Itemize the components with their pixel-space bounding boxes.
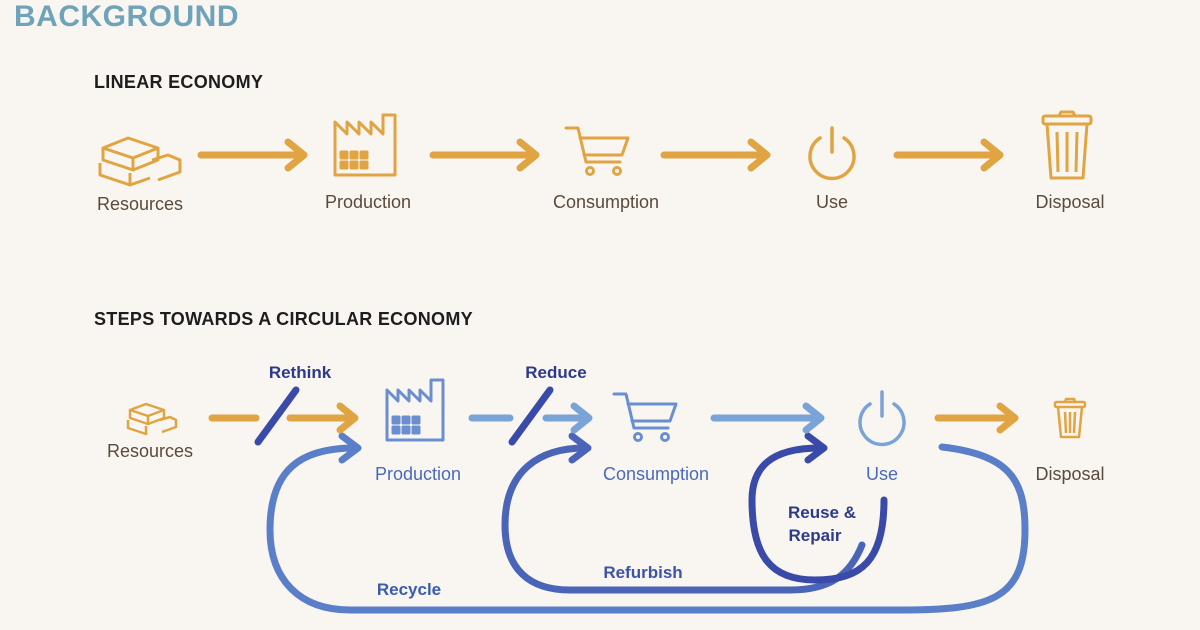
trash-can-icon [1041, 110, 1093, 180]
linear-arrow-3 [660, 138, 771, 172]
linear-step-disposal: Disposal [1035, 192, 1104, 212]
linear-economy-title: LINEAR ECONOMY [94, 72, 264, 92]
linear-step-use: Use [816, 192, 848, 212]
recycle-label: Recycle [377, 580, 441, 599]
linear-step-resources: Resources [97, 194, 183, 214]
circular-step-resources: Resources [107, 441, 193, 461]
recycle-loop-arrow [266, 432, 1029, 614]
reuse-repair-loop-arrow [748, 432, 888, 584]
circular-step-consumption: Consumption [603, 464, 709, 484]
circular-step-use: Use [866, 464, 898, 484]
factory-icon [333, 113, 397, 177]
factory-icon [385, 378, 445, 442]
page-title: BACKGROUND [14, 0, 239, 33]
bricks-icon [126, 402, 178, 436]
circular-step-disposal: Disposal [1035, 464, 1104, 484]
linear-step-consumption: Consumption [553, 192, 659, 212]
trash-can-icon [1053, 397, 1087, 439]
use-to-disposal-arrow [934, 402, 1019, 434]
circular-economy-title: STEPS TOWARDS A CIRCULAR ECONOMY [94, 309, 473, 329]
reuse-label: Reuse & [788, 503, 856, 522]
bricks-icon [98, 136, 182, 187]
shopping-cart-icon [612, 392, 678, 442]
linear-arrow-1 [197, 138, 308, 172]
refurbish-label: Refurbish [603, 563, 682, 582]
shopping-cart-icon [564, 126, 630, 176]
reduce-slash [508, 386, 554, 446]
repair-label: Repair [789, 526, 842, 545]
production-to-consumption-arrow [468, 402, 593, 434]
power-icon [808, 126, 856, 181]
reduce-label: Reduce [525, 363, 586, 382]
circular-step-production: Production [375, 464, 461, 484]
rethink-slash [254, 386, 300, 446]
consumption-to-use-arrow [710, 402, 825, 434]
linear-arrow-2 [429, 138, 540, 172]
linear-arrow-4 [893, 138, 1004, 172]
resources-to-production-arrow [208, 402, 359, 434]
power-icon [858, 390, 906, 447]
linear-step-production: Production [325, 192, 411, 212]
rethink-label: Rethink [269, 363, 332, 382]
